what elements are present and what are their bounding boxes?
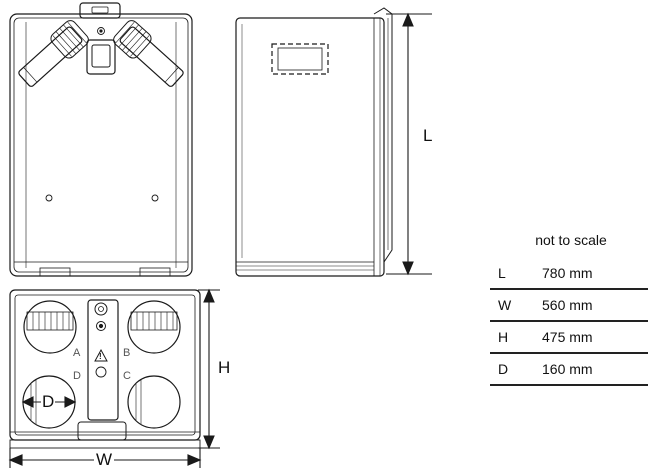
dimension-label-W: W — [94, 450, 115, 470]
spec-value: 560 mm — [542, 289, 648, 322]
spec-rows: L 780 mm W 560 mm H 475 mm D 160 mm — [490, 258, 648, 386]
face-label-a: A — [73, 347, 81, 359]
spec-symbol: D — [490, 353, 542, 386]
dimension-lines — [8, 12, 432, 468]
spec-caption: not to scale — [535, 232, 607, 248]
side-view — [235, 7, 393, 277]
face-label-b: B — [123, 347, 131, 359]
dimension-label-L: L — [423, 126, 433, 145]
spec-symbol: L — [490, 258, 542, 290]
spec-value: 475 mm — [542, 321, 648, 354]
dimension-label-D: D — [41, 392, 56, 412]
table-row: D 160 mm — [490, 353, 648, 386]
face-label-d: D — [73, 370, 81, 382]
spec-symbol: W — [490, 289, 542, 322]
dimension-label-H: H — [218, 358, 231, 377]
spec-value: 780 mm — [542, 258, 648, 290]
table-row: H 475 mm — [490, 321, 648, 354]
table-row: W 560 mm — [490, 289, 648, 322]
table-row: L 780 mm — [490, 258, 648, 290]
bottom-view — [9, 289, 201, 449]
spec-table: not to scale L 780 mm W 560 mm H 475 mm … — [490, 228, 648, 386]
face-label-c: C — [123, 370, 131, 382]
spec-value: 160 mm — [542, 353, 648, 386]
spec-symbol: H — [490, 321, 542, 354]
front-view — [9, 2, 193, 277]
warning-symbol: ! — [99, 352, 102, 361]
